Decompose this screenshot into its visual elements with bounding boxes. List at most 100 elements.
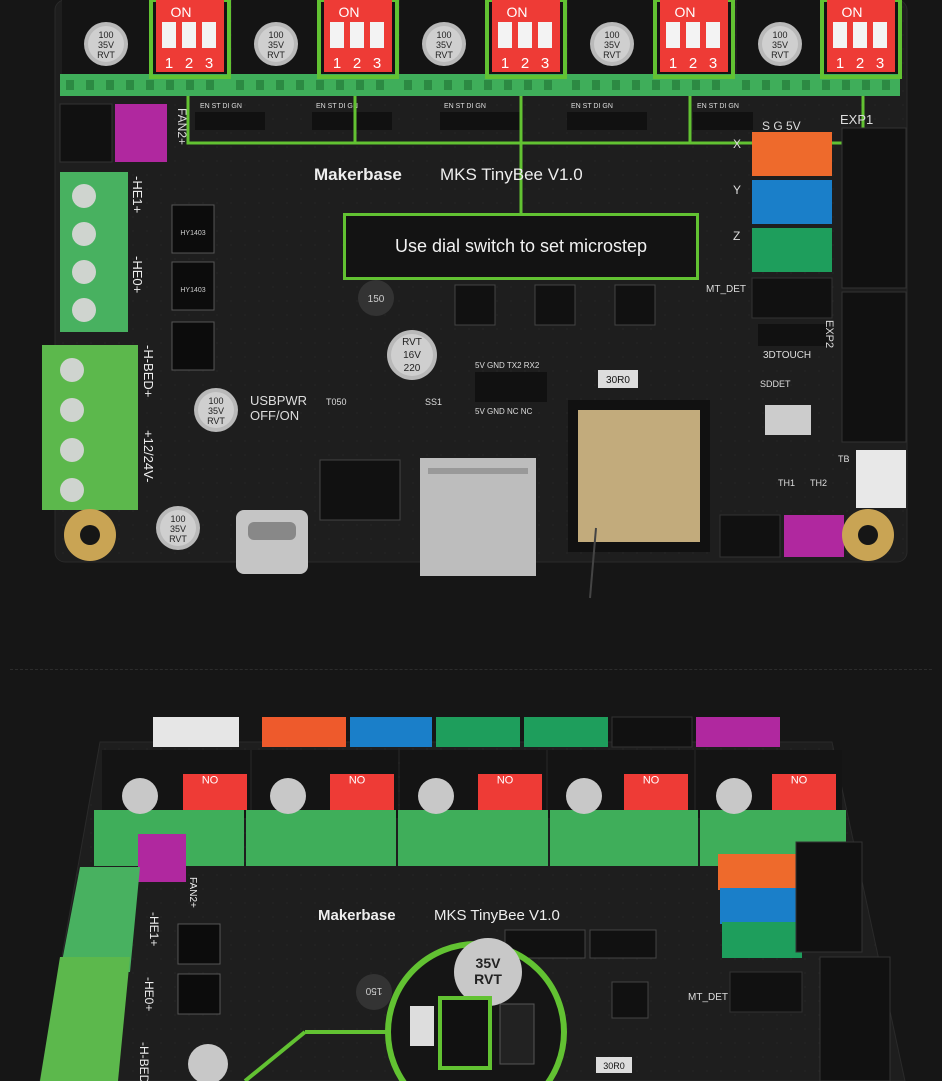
- capacitor-label: RVT: [267, 50, 285, 60]
- capacitor-label: RVT: [603, 50, 621, 60]
- capacitor-label: 100: [772, 30, 787, 40]
- mosfet-label: HY1403: [180, 230, 205, 237]
- driver-modules-angled: ON ON ON ON ON: [94, 750, 846, 866]
- 3dtouch-label: 3DTOUCH: [763, 350, 811, 361]
- dip-number: 1: [669, 55, 677, 72]
- heater-terminals: -HE1+ -HE0+ -H-BED+ +12/24V-: [42, 172, 156, 510]
- resistor-label: 30R0: [606, 375, 630, 386]
- y-label: Y: [733, 183, 741, 197]
- fan-connector: FAN2+: [59, 103, 189, 163]
- sd-card-slot: [420, 458, 536, 576]
- dip-number: 1: [501, 55, 509, 72]
- dip-on-label: ON: [349, 773, 366, 785]
- dip-on-label: ON: [497, 773, 514, 785]
- he1-label: -HE1+: [147, 912, 161, 946]
- mt-det-label: MT_DET: [706, 284, 746, 295]
- dip-number: 2: [689, 55, 697, 72]
- capacitor-label: 100: [604, 30, 619, 40]
- tb-label: TB: [838, 454, 850, 464]
- capacitor-label: 35V: [170, 524, 186, 534]
- dip-on-label: ON: [791, 773, 808, 785]
- dip-number: 2: [856, 55, 864, 72]
- bed-label: -H-BED+: [137, 1042, 151, 1081]
- capacitor-label: 100: [170, 514, 185, 524]
- dip-number: 3: [876, 55, 884, 72]
- dip-on-label: ON: [507, 4, 528, 20]
- side-terminals: FAN2+ -HE1+ -HE0+ -H-BED+: [40, 834, 198, 1081]
- t050-label: T050: [326, 397, 347, 407]
- dip-switch-2: ON 1 2 3: [317, 0, 399, 79]
- dip-on-label: ON: [339, 4, 360, 20]
- section-divider: [10, 669, 932, 670]
- capacitor-label: RVT: [771, 50, 789, 60]
- x-label: X: [733, 137, 741, 151]
- dip-number: 3: [709, 55, 717, 72]
- brand-label: Makerbase: [318, 907, 396, 924]
- dip-switch-4: ON 1 2 3: [653, 0, 735, 79]
- pin-header-row: EN ST DI GN EN ST DI GN EN ST DI GN EN S…: [195, 103, 753, 130]
- endstop-connectors: S G 5V X Y Z MT_DET 3DTOUCH SDDET TH1 TH…: [706, 119, 906, 558]
- dip-number: 1: [333, 55, 341, 72]
- dip-number: 2: [353, 55, 361, 72]
- th2-label: TH2: [810, 478, 827, 488]
- capacitor-label: 220: [404, 363, 421, 374]
- inductor-label: 150: [365, 985, 382, 996]
- capacitor-label: 100: [436, 30, 451, 40]
- pin-label: EN ST DI GN: [316, 103, 358, 110]
- exp2-label: EXP2: [823, 320, 835, 348]
- board-top-view: 100 35V RVT 100 35V RVT 100 35V RVT 100 …: [42, 0, 908, 599]
- uart-bottom-label: 5V GND NC NC: [475, 407, 533, 416]
- zoom-capacitor-label: RVT: [474, 971, 502, 987]
- dip-on-label: ON: [675, 4, 696, 20]
- usbpwr-label: USBPWR: [250, 393, 307, 408]
- th1-label: TH1: [778, 478, 795, 488]
- dip-switch-1: ON 1 2 3: [149, 0, 231, 79]
- esp32-module: [568, 400, 710, 599]
- dip-number: 2: [185, 55, 193, 72]
- sg5v-label: S G 5V: [762, 119, 801, 133]
- dip-number: 1: [836, 55, 844, 72]
- capacitor-label: 100: [208, 396, 223, 406]
- components-angled: 150 30R0: [177, 923, 657, 1081]
- capacitor-label: 35V: [772, 40, 788, 50]
- capacitor-label: 16V: [403, 350, 421, 361]
- driver-capacitors: 100 35V RVT 100 35V RVT 100 35V RVT 100 …: [84, 22, 802, 66]
- caption-text: Use dial switch to set microstep: [394, 236, 648, 256]
- pin-label: EN ST DI GN: [444, 103, 486, 110]
- fan2-label: FAN2+: [187, 877, 198, 908]
- capacitor-label: RVT: [169, 534, 187, 544]
- capacitor-label: RVT: [97, 50, 115, 60]
- caption-box: Use dial switch to set microstep: [343, 213, 699, 280]
- dip-on-label: ON: [643, 773, 660, 785]
- dip-switch-3: ON 1 2 3: [485, 0, 567, 79]
- zoom-capacitor-label: 35V: [476, 955, 502, 971]
- exp-headers: EXP1 EXP2: [823, 112, 907, 443]
- dip-number: 1: [165, 55, 173, 72]
- capacitor-label: 35V: [208, 406, 224, 416]
- fan2-label: FAN2+: [175, 108, 189, 145]
- top-connectors: [153, 716, 780, 748]
- capacitor-label: 35V: [604, 40, 620, 50]
- uart-top-label: 5V GND TX2 RX2: [475, 361, 540, 370]
- mosfets: HY1403 HY1403: [171, 204, 215, 371]
- zoom-highlight: 35V RVT: [243, 938, 567, 1081]
- dip-on-label: ON: [171, 4, 192, 20]
- pin-label: EN ST DI GN: [697, 103, 739, 110]
- model-label: MKS TinyBee V1.0: [440, 165, 583, 184]
- ss-label: SS1: [425, 397, 442, 407]
- dip-on-label: ON: [842, 4, 863, 20]
- he0-label: -HE0+: [130, 256, 145, 293]
- pin-label: EN ST DI GN: [200, 103, 242, 110]
- capacitor-label: RVT: [435, 50, 453, 60]
- z-label: Z: [733, 229, 740, 243]
- he1-label: -HE1+: [130, 176, 145, 213]
- bed-label: -H-BED+: [141, 345, 156, 397]
- dip-switches: ON 1 2 3 ON 1 2 3 ON 1 2 3 ON: [149, 0, 902, 79]
- mt-det-label: MT_DET: [688, 992, 728, 1003]
- capacitor-label: RVT: [207, 416, 225, 426]
- board-angled-view: ON ON ON ON ON FAN2+ -HE1+ -HE0+ -H-BED+…: [0, 672, 942, 1081]
- usb-c-port: [236, 510, 308, 574]
- power-label: +12/24V-: [141, 430, 156, 482]
- inductor-label: 150: [368, 294, 385, 305]
- pin-label: EN ST DI GN: [571, 103, 613, 110]
